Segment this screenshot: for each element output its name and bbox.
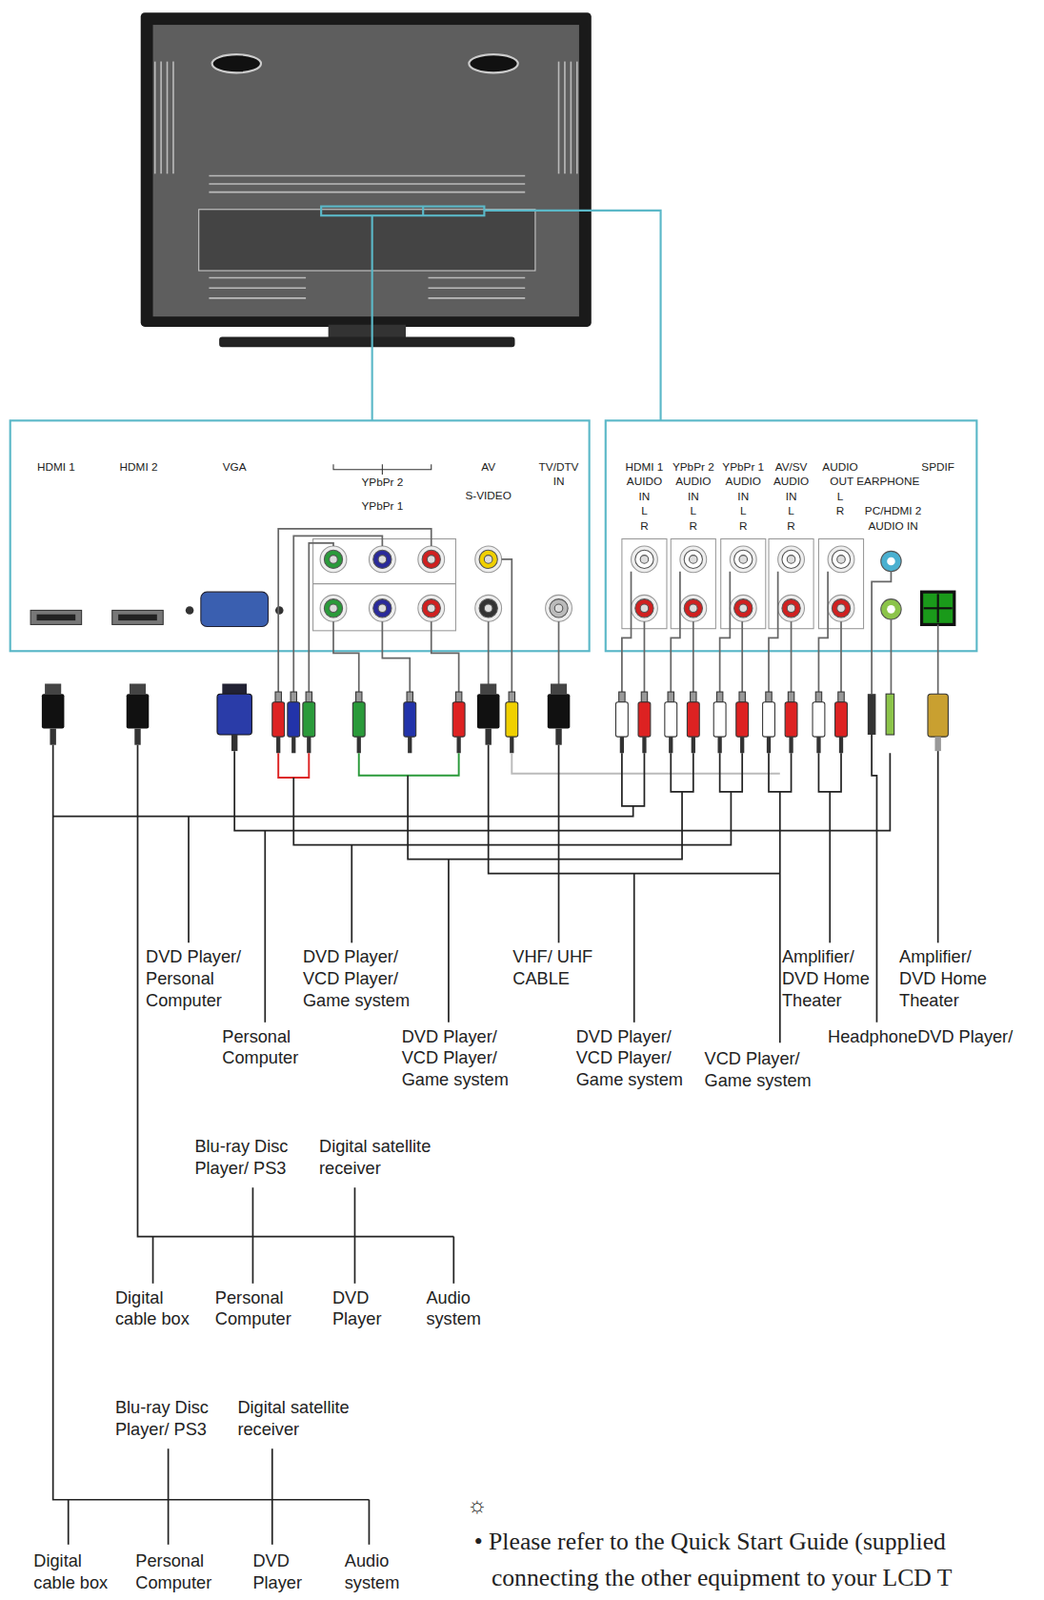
port-label: IN xyxy=(639,489,651,504)
device-label: Blu-ray Disc Player/ PS3 xyxy=(115,1396,222,1441)
port-label: YPbPr 2 xyxy=(672,460,715,475)
port-label: AUDIO xyxy=(675,474,711,489)
port-label: IN xyxy=(553,474,565,489)
port-label: HDMI 1 xyxy=(37,460,76,475)
port-label: IN xyxy=(785,489,798,504)
port-label: HDMI 1 xyxy=(624,460,663,475)
device-label: DVD Player/ Personal Computer xyxy=(145,945,259,1011)
port-label: R xyxy=(640,519,649,534)
device-label: Amplifier/ DVD Home Theater xyxy=(782,945,884,1011)
port-label: PC/HDMI 2 xyxy=(864,503,923,519)
port-label: AV/SV xyxy=(775,460,808,475)
port-label: YPbPr 1 xyxy=(361,499,403,514)
device-label: DVD Player/ VCD Player/ Game system xyxy=(401,1025,524,1091)
port-label: AUDIO xyxy=(773,474,809,489)
port-label: S-VIDEO xyxy=(464,488,511,503)
port-label: AUDIO xyxy=(822,460,858,475)
device-label: VHF/ UHF CABLE xyxy=(512,945,604,990)
device-label: Personal Computer xyxy=(221,1025,314,1070)
device-label: Personal Computer xyxy=(215,1286,307,1331)
device-label: Digital satellite receiver xyxy=(319,1135,452,1180)
device-label: Digital cable box xyxy=(33,1549,121,1594)
port-label: AUIDO xyxy=(626,474,663,489)
port-label: R xyxy=(786,519,796,534)
port-label: VGA xyxy=(222,460,247,475)
port-label: OUT EARPHONE xyxy=(829,474,920,489)
port-label: YPbPr 1 xyxy=(722,460,764,475)
note-text: connecting the other equipment to your L… xyxy=(491,1562,953,1593)
port-label: L xyxy=(787,503,795,519)
device-label: DVD Player/ VCD Player/ Game system xyxy=(576,1025,699,1091)
device-label: Blu-ray Disc Player/ PS3 xyxy=(194,1135,302,1180)
port-label: YPbPr 2 xyxy=(361,475,403,490)
device-label: DVD Player xyxy=(332,1286,394,1331)
device-label: Personal Computer xyxy=(135,1549,227,1594)
device-label: Audio system xyxy=(344,1549,406,1594)
device-label: Digital satellite receiver xyxy=(237,1396,370,1441)
port-label: SPDIF xyxy=(921,460,955,475)
device-label: Digital cable box xyxy=(115,1286,202,1331)
device-label: DVD Player xyxy=(252,1549,314,1594)
port-label: AUDIO IN xyxy=(867,519,918,534)
port-label: IN xyxy=(737,489,749,504)
port-label: HDMI 2 xyxy=(120,460,159,475)
port-label: R xyxy=(836,503,845,519)
port-label: L xyxy=(837,489,844,504)
port-label: AV xyxy=(481,460,496,475)
port-label: R xyxy=(739,519,748,534)
device-label: HeadphoneDVD Player/ xyxy=(827,1025,1013,1048)
port-label: IN xyxy=(687,489,700,504)
port-label: R xyxy=(689,519,699,534)
device-label: Amplifier/ DVD Home Theater xyxy=(899,945,1002,1011)
device-label: VCD Player/ Game system xyxy=(704,1047,827,1092)
port-label: L xyxy=(641,503,648,519)
device-label: DVD Player/ VCD Player/ Game system xyxy=(302,945,425,1011)
port-label: L xyxy=(740,503,747,519)
tip-icon: ☼ xyxy=(466,1490,488,1519)
port-label: L xyxy=(690,503,698,519)
note-text: • Please refer to the Quick Start Guide … xyxy=(474,1525,946,1557)
port-label: AUDIO xyxy=(725,474,762,489)
port-label: TV/DTV xyxy=(539,460,580,475)
device-label: Audio system xyxy=(425,1286,487,1331)
